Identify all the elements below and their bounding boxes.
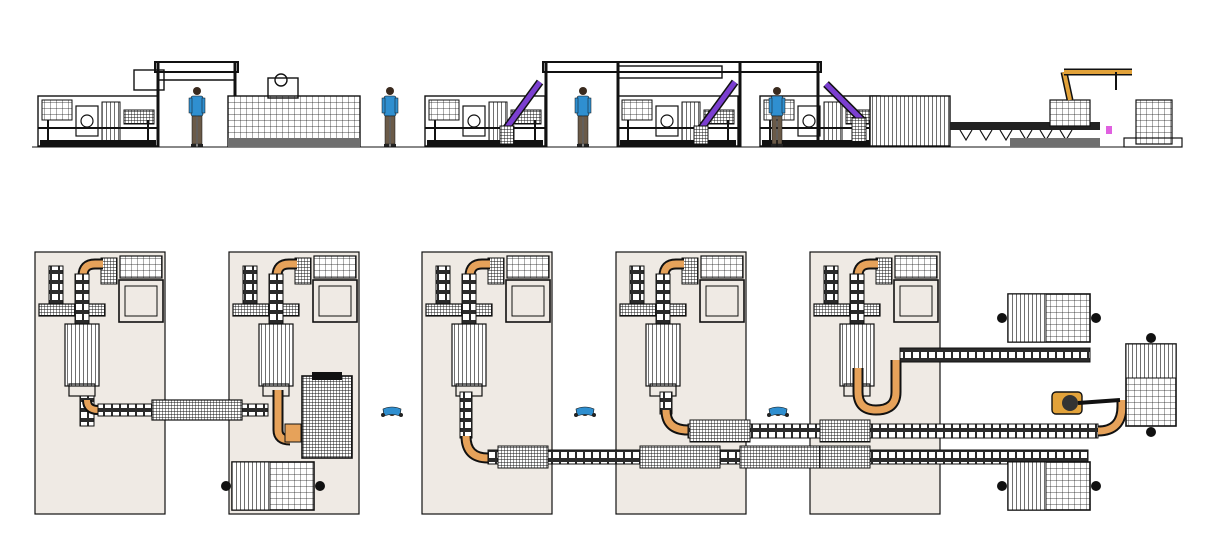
elevation-station-3 — [869, 95, 1183, 148]
plan-cell-4 — [616, 252, 746, 514]
robot-arm-icon — [1051, 391, 1121, 415]
plan-cell-2-pallet — [272, 372, 353, 459]
operator-figure-icon — [766, 406, 790, 418]
plan-conveyor-line-upper — [659, 391, 1128, 443]
robot-arm-icon — [823, 81, 867, 143]
pallet-icon — [1125, 333, 1177, 437]
crane-icon — [1060, 68, 1132, 101]
plan-view — [35, 252, 1177, 514]
operator-figure-icon — [573, 406, 597, 418]
plan-cell-3 — [422, 252, 552, 514]
robot-arm-icon — [499, 79, 544, 145]
elevation-station-2 — [424, 61, 881, 147]
pallet-icon — [221, 461, 325, 511]
plan-conveyor-line-lower — [459, 391, 1089, 469]
marker — [1106, 126, 1112, 134]
elevation-view — [32, 61, 1183, 148]
elevation-station-1 — [37, 61, 361, 147]
plan-conveyor-line-top — [852, 347, 1091, 416]
operator-figure-icon — [188, 86, 206, 147]
robot-arm-icon — [693, 79, 739, 145]
plan-cell-5 — [810, 252, 940, 514]
pallet-icon — [997, 293, 1101, 343]
plan-conveyor-cell-1 — [79, 395, 269, 427]
plan-cell-1 — [35, 252, 165, 514]
operator-figure-icon — [381, 86, 399, 147]
operator-figure-icon — [574, 86, 592, 147]
pallet-icon — [997, 461, 1101, 511]
operator-figure-icon — [380, 406, 404, 418]
pallet-icon — [301, 375, 353, 459]
